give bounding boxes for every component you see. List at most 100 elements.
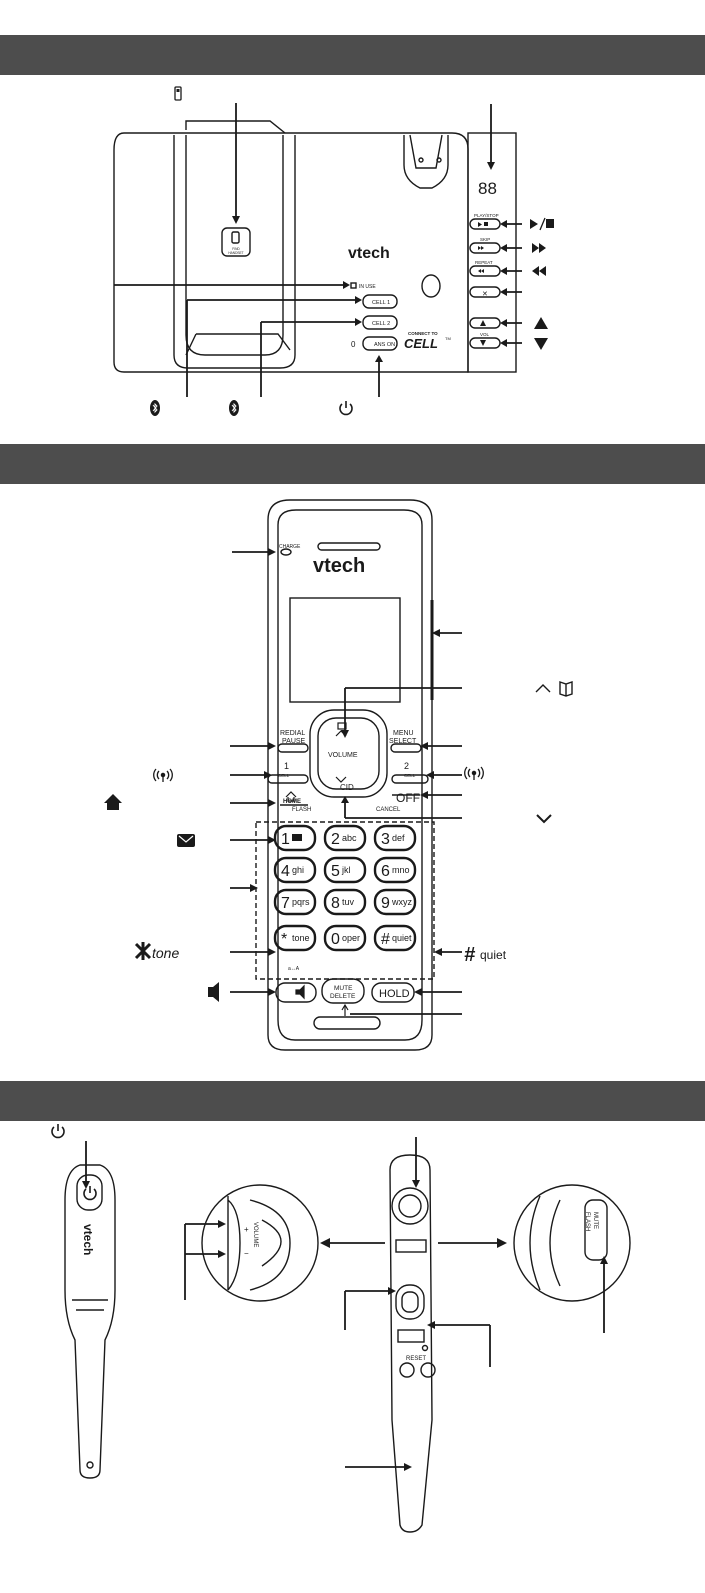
callout-quiet: quiet xyxy=(480,948,507,962)
mute-delete-button[interactable] xyxy=(321,978,365,1004)
find-handset-label-1: FIND xyxy=(232,247,240,251)
flash-label: FLASH xyxy=(584,1212,590,1231)
key-digit: 6 xyxy=(381,863,390,880)
cell2-button[interactable] xyxy=(362,315,398,330)
base-diagram: vtech 88 FIND HANDSET IN USE CELL 1 CELL… xyxy=(113,86,554,416)
pause-label: PAUSE xyxy=(282,738,306,745)
cell2-label: CELL 2 xyxy=(372,321,390,327)
key-letters: wxyz xyxy=(391,897,412,907)
skip-button[interactable] xyxy=(469,242,501,254)
menu-label: MENU xyxy=(393,730,414,737)
cell2-handset-button[interactable] xyxy=(391,774,429,784)
hash-icon: # xyxy=(464,944,476,966)
redial-pause-button[interactable] xyxy=(277,743,309,753)
skip-label: SKIP xyxy=(480,237,490,242)
cell1-button[interactable] xyxy=(362,294,398,309)
key-letters: def xyxy=(392,833,405,843)
nav-key[interactable] xyxy=(309,709,388,798)
cell-logo: CELL xyxy=(404,336,438,351)
cell1-word: CELL xyxy=(278,773,290,778)
key-digit: 7 xyxy=(281,895,290,912)
star-icon xyxy=(134,942,152,960)
key-digit: 0 xyxy=(331,931,340,948)
ans-on-label: ANS ON xyxy=(374,342,395,348)
cell1-handset-button[interactable] xyxy=(267,774,309,784)
speaker-button[interactable] xyxy=(275,982,317,1003)
earpiece xyxy=(317,542,381,551)
ans-on-button[interactable] xyxy=(362,336,398,351)
headset-toggle[interactable] xyxy=(395,1284,425,1320)
bluetooth-icon xyxy=(150,400,160,416)
base-display-digits: 88 xyxy=(478,179,497,198)
callout-tone: tone xyxy=(152,945,179,961)
headset-side xyxy=(389,1154,433,1533)
skip-icon xyxy=(532,243,546,253)
headset-diagram: vtech VOLUME MUTE FLASH RESET + − xyxy=(51,1124,631,1533)
directory-icon xyxy=(535,681,573,697)
repeat-label: REPEAT xyxy=(475,260,493,265)
mute-label: MUTE xyxy=(334,985,353,992)
volume-up-button[interactable] xyxy=(469,317,501,329)
lcd-screen xyxy=(289,597,401,703)
key-letters: ghi xyxy=(292,865,304,875)
off-label: OFF xyxy=(396,791,420,805)
repeat-button[interactable] xyxy=(469,265,501,277)
envelope-icon xyxy=(292,834,302,841)
svg-text:−: − xyxy=(244,1249,249,1258)
key-letters: quiet xyxy=(392,933,412,943)
charge-label: CHARGE xyxy=(279,544,301,550)
keypad-key-star[interactable]: *tone xyxy=(273,924,317,952)
up-triangle-icon xyxy=(534,317,548,329)
key-digit: 3 xyxy=(381,831,390,848)
find-handset-button[interactable] xyxy=(221,227,251,257)
keypad-key-hash[interactable]: #quiet xyxy=(373,924,417,952)
headset-brand: vtech xyxy=(81,1224,95,1255)
microphone xyxy=(313,1016,381,1030)
hold-button[interactable] xyxy=(371,982,415,1003)
cell1-digit: 1 xyxy=(284,761,289,771)
charge-led xyxy=(280,548,292,556)
section-band-headset xyxy=(0,1081,705,1121)
headset-dock xyxy=(403,135,449,189)
base-brand: vtech xyxy=(348,245,390,262)
star-sub-label: a↔A xyxy=(288,966,300,972)
handset-body xyxy=(267,499,433,1051)
base-body xyxy=(113,132,469,373)
volume-down-button[interactable] xyxy=(469,337,501,349)
menu-select-button[interactable] xyxy=(390,743,422,753)
signal-icon xyxy=(153,768,173,782)
volume-zoom xyxy=(201,1184,319,1302)
base-control-panel xyxy=(467,132,517,373)
mute-label: MUTE xyxy=(592,1212,598,1229)
key-digit: 5 xyxy=(331,863,340,880)
repeat-icon xyxy=(532,266,546,276)
delete-symbol: ✕ xyxy=(482,291,488,298)
key-digit: 8 xyxy=(331,895,340,912)
headset-power-button[interactable] xyxy=(76,1174,103,1211)
section-band-base xyxy=(0,35,705,75)
key-letters: pqrs xyxy=(292,897,310,907)
signal-icon xyxy=(464,766,484,780)
headset-volume-label: VOLUME xyxy=(252,1222,258,1247)
in-use-led xyxy=(350,282,357,289)
down-triangle-icon xyxy=(534,338,548,350)
mute-flash-button[interactable] xyxy=(584,1199,608,1261)
bluetooth-icon xyxy=(229,400,239,416)
home-icon xyxy=(104,794,122,810)
play-stop-label: PLAY/STOP xyxy=(474,213,499,218)
key-letters: jkl xyxy=(341,865,351,875)
power-icon xyxy=(339,401,353,416)
keypad-key-1[interactable]: 1 xyxy=(273,824,317,852)
key-digit: 1 xyxy=(281,831,290,848)
cancel-label: CANCEL xyxy=(376,807,401,813)
